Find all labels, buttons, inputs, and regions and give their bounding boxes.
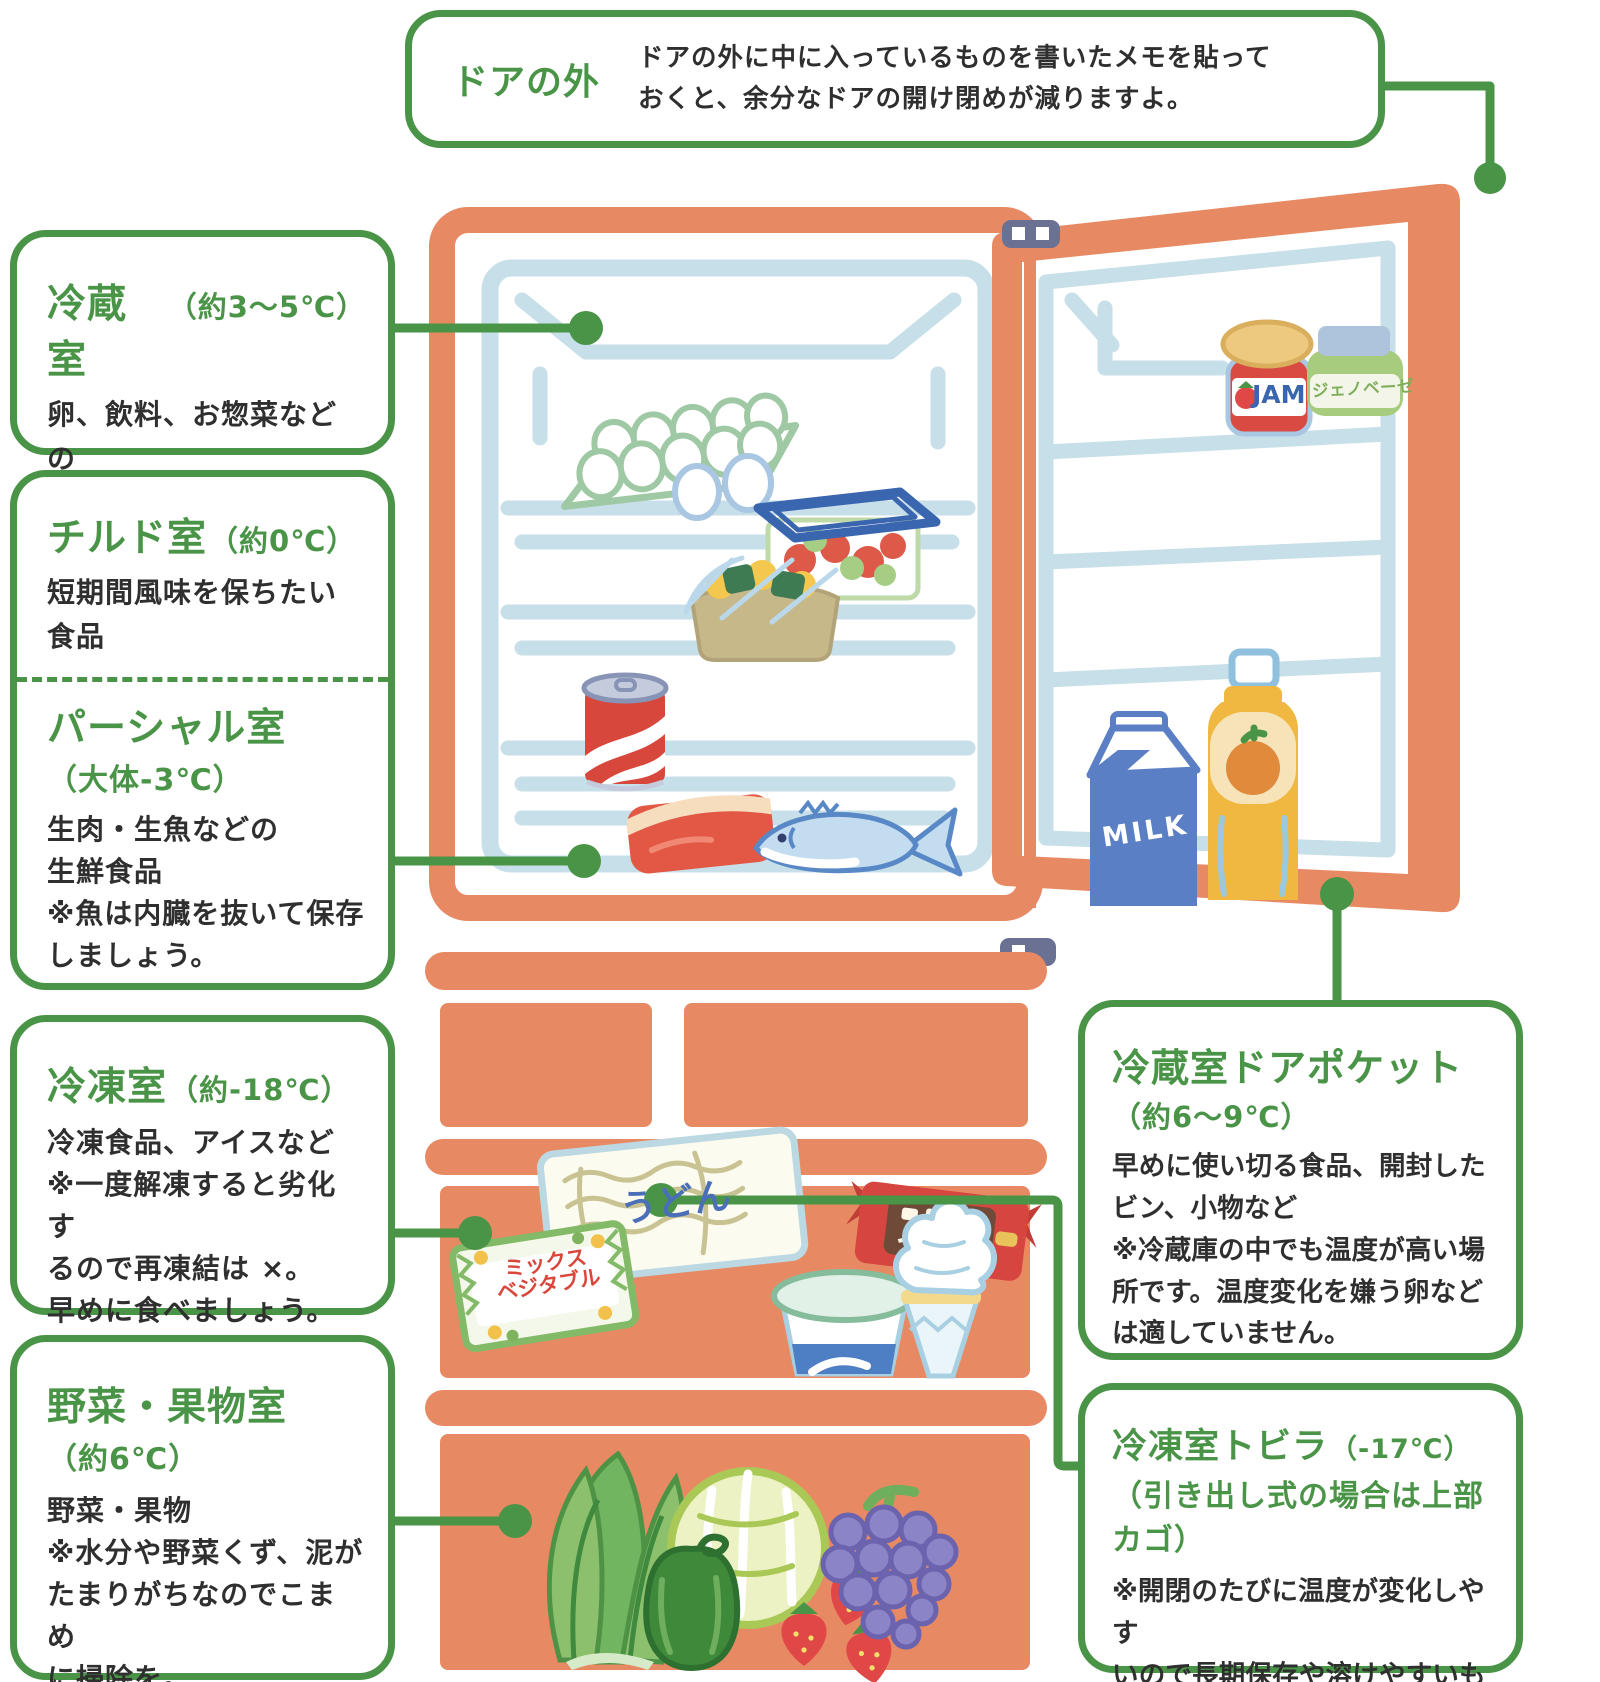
mixveg-bag	[449, 1220, 640, 1353]
callout-vegetable: 野菜・果物室 （約6℃） 野菜・果物 ※水分や野菜くず、泥が たまりがちなのでこ…	[10, 1335, 395, 1682]
callout-door-pocket: 冷蔵室ドアポケット （約6〜9℃） 早めに使い切る食品、開封した ビン、小物など…	[1078, 1000, 1523, 1360]
connector-lines	[395, 81, 1495, 1526]
vegetable-title: 野菜・果物室	[47, 1385, 288, 1430]
meat	[626, 794, 775, 874]
door-pockets	[1038, 240, 1396, 858]
grapes	[820, 1484, 959, 1650]
door-outside-title: ドアの外	[452, 62, 601, 103]
chilled-title: チルド室	[47, 516, 208, 561]
freezer-door-subtitle: （引き出し式の場合は上部カゴ）	[1112, 1479, 1484, 1558]
wrapped-basket	[683, 555, 841, 662]
chilled-body: 短期間風味を保ちたい 食品	[47, 576, 338, 654]
freezer-title: 冷凍室	[47, 1065, 168, 1110]
loose-eggs	[672, 453, 774, 521]
dot-door-outside	[1474, 162, 1506, 194]
juice-bottle	[1208, 648, 1298, 900]
fridge-room-temp: （約3〜5℃）	[167, 290, 367, 324]
dot-vegetable	[498, 1504, 532, 1538]
dot-freezer-door	[644, 1183, 678, 1217]
partial-temp: （大体-3℃）	[47, 763, 244, 799]
callout-freezer-door: 冷凍室トビラ （-17℃） （引き出し式の場合は上部カゴ） ※開閉のたびに温度が…	[1078, 1383, 1523, 1682]
freezer-door-temp: （-17℃）	[1330, 1434, 1472, 1465]
connector-door-outside	[1383, 81, 1495, 168]
freezer-door-body: ※開閉のたびに温度が変化しやす いので長期保存や溶けやすいもの は入れないように…	[1112, 1576, 1486, 1682]
door-pocket-temp: （約6〜9℃）	[1112, 1100, 1311, 1134]
chilled-partial-divider	[17, 677, 388, 682]
fridge-room-title: 冷蔵室	[47, 282, 128, 383]
connector-dots	[458, 162, 1506, 1538]
soft-serve-cone	[892, 1198, 997, 1379]
chilled-temp: （約0℃）	[209, 524, 357, 558]
freezer-door-title: 冷凍室トビラ	[1112, 1427, 1329, 1467]
fish	[752, 799, 963, 877]
drink-can	[581, 672, 669, 792]
milk-carton	[1086, 711, 1201, 906]
jam-label: JAM	[1252, 380, 1306, 409]
jam-jar	[1220, 319, 1314, 437]
partial-title: パーシャル室	[47, 706, 287, 752]
dot-freezer	[458, 1216, 492, 1250]
connector-freezer-door	[668, 1195, 1078, 1471]
vegetable-body: 野菜・果物 ※水分や野菜くず、泥が たまりがちなのでこまめ に掃除を。	[47, 1494, 364, 1682]
dot-door-pocket	[1320, 877, 1354, 911]
hinge-top	[1002, 220, 1060, 908]
callout-fridge-room: 冷蔵室 （約3〜5℃） 卵、飲料、お惣菜などの 調理食品、要冷蔵食品	[10, 230, 395, 519]
partial-body: 生肉・生魚などの 生鮮食品 ※魚は内臓を抜いて保存 しましょう。	[47, 813, 365, 973]
ice-cream-cup	[771, 1269, 917, 1377]
callout-freezer: 冷凍室 （約-18℃） 冷凍食品、アイスなど ※一度解凍すると劣化す るので再凍…	[10, 1015, 395, 1327]
egg-carton	[561, 392, 800, 510]
dot-fridge-room	[569, 311, 603, 345]
pesto-jar	[1307, 326, 1403, 416]
dot-partial	[567, 844, 601, 878]
freezer-body: 冷凍食品、アイスなど ※一度解凍すると劣化す るので再凍結は ×。 早めに食べま…	[47, 1126, 337, 1327]
vegetable-temp: （約6℃）	[47, 1442, 200, 1477]
callout-chilled-partial: チルド室 （約0℃） 短期間風味を保ちたい 食品 パーシャル室 （大体-3℃） …	[10, 470, 395, 990]
freezer-temp: （約-18℃）	[169, 1073, 351, 1107]
door-pocket-title: 冷蔵室ドアポケット	[1112, 1046, 1464, 1090]
callout-door-outside: ドアの外 ドアの外に中に入っているものを書いたメモを貼って おくと、余分なドアの…	[405, 10, 1385, 148]
door-outside-body: ドアの外に中に入っているものを書いたメモを貼って おくと、余分なドアの開け閉めが…	[638, 42, 1272, 114]
green-pepper	[643, 1533, 741, 1672]
door-pocket-body: 早めに使い切る食品、開封した ビン、小物など ※冷蔵庫の中でも温度が高い場 所で…	[1112, 1151, 1486, 1350]
